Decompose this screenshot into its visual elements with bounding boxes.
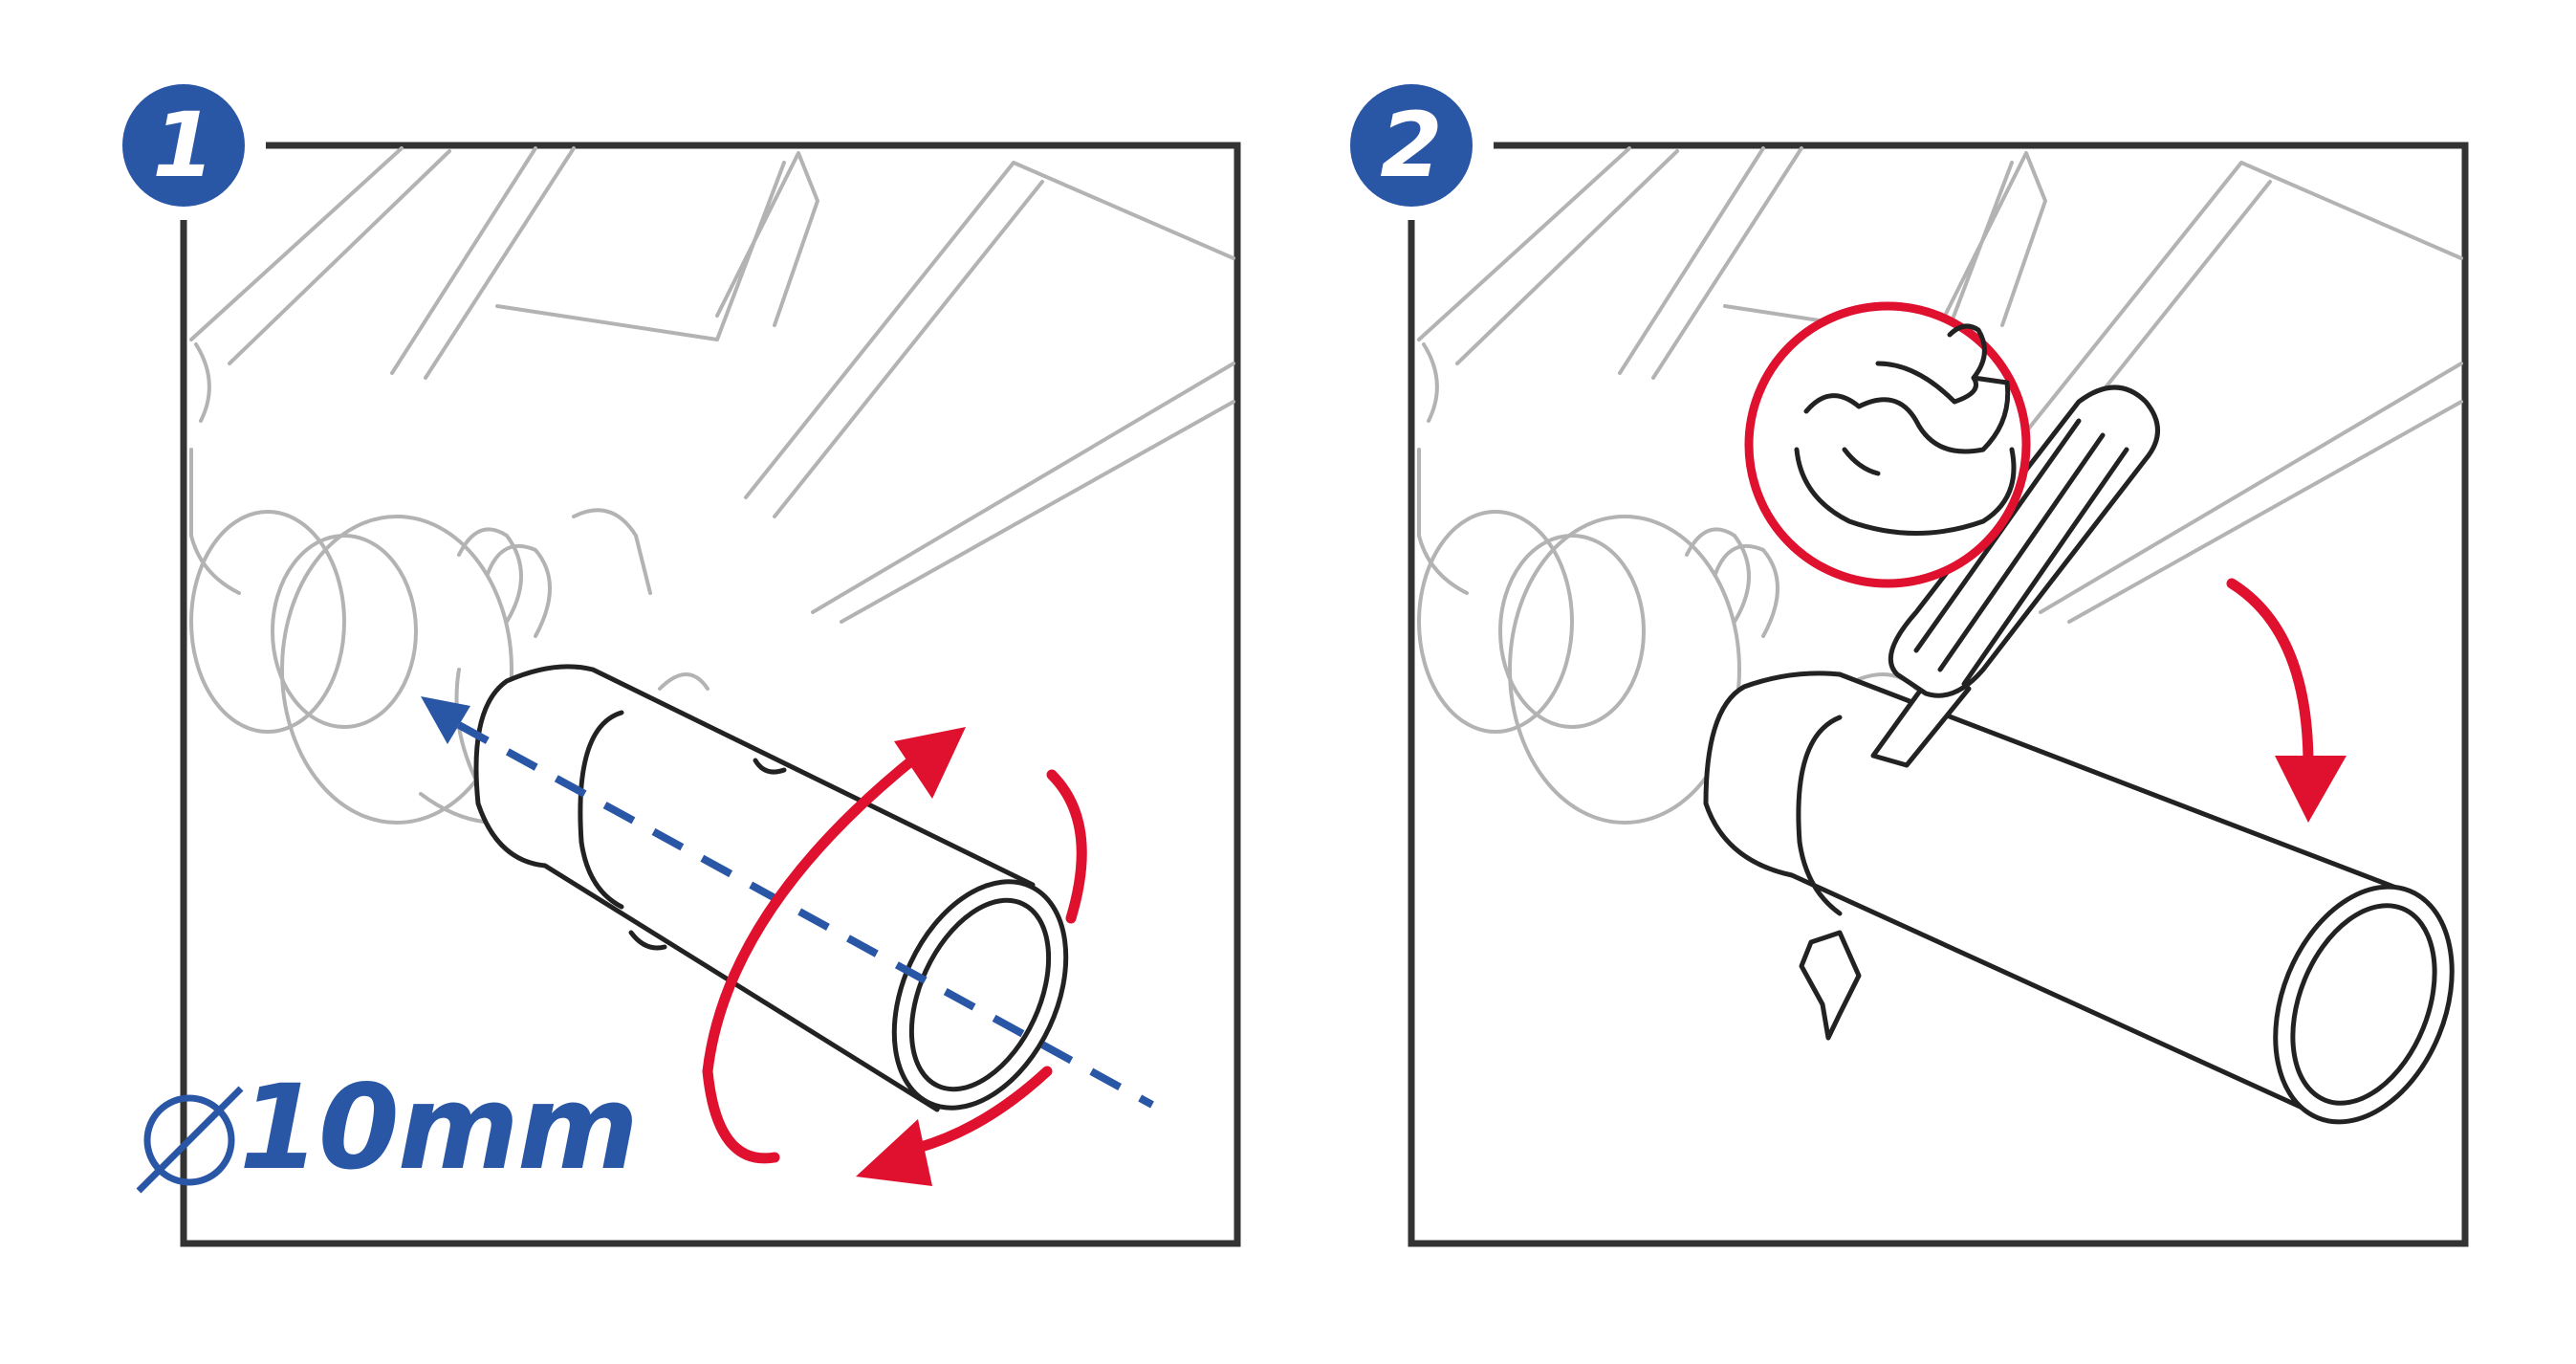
- center-axis: [421, 696, 1154, 1109]
- step-2-badge: 2: [1350, 84, 1473, 207]
- downward-arrow: [2226, 578, 2347, 823]
- screwdriver-icon: [1799, 385, 2160, 1041]
- flexed-arm-icon: [1744, 301, 2031, 588]
- step-1-panel: 1 10mm: [122, 84, 1241, 1247]
- bike-frame-ghost: [189, 146, 1235, 825]
- step-2-panel: 2: [1228, 0, 2516, 1364]
- bike-frame-ghost: [1417, 146, 2463, 825]
- diameter-label: 10mm: [239, 1060, 639, 1196]
- step-1-illustration: [136, 142, 1241, 1247]
- step-1-badge: 1: [122, 84, 245, 207]
- step-2-illustration: [1408, 142, 2469, 1247]
- diameter-icon: [136, 1086, 244, 1194]
- step-1-frame: [180, 142, 1241, 1247]
- rotate-arrows: [702, 727, 1087, 1186]
- pin-tube: [1703, 671, 2455, 1125]
- step-2-frame: [1408, 142, 2469, 1247]
